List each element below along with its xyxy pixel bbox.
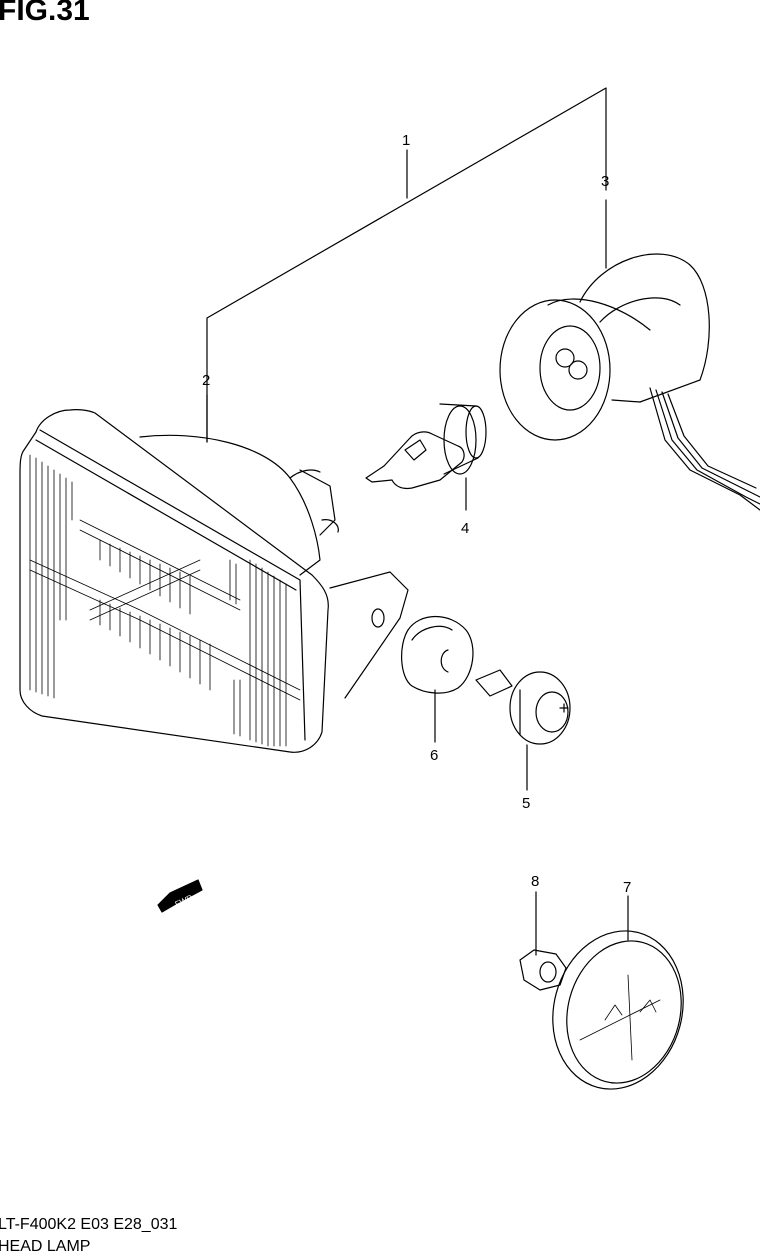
leader-lines <box>206 87 629 956</box>
bolt <box>475 669 571 745</box>
cap-cover <box>552 930 684 1090</box>
bulb <box>365 403 487 490</box>
callout-4: 4 <box>461 520 469 537</box>
headlamp-housing <box>19 409 409 753</box>
callout-3: 3 <box>601 173 609 190</box>
callout-6: 6 <box>430 747 438 764</box>
footer-code: LT-F400K2 E03 E28_031 <box>0 1216 178 1233</box>
callout-5: 5 <box>522 795 530 812</box>
callout-1: 1 <box>402 132 410 149</box>
callout-2: 2 <box>202 372 210 389</box>
callout-7: 7 <box>623 879 631 896</box>
figure-title: FIG.31 <box>0 0 90 27</box>
socket-harness <box>499 253 760 511</box>
callout-8: 8 <box>531 873 539 890</box>
footer-name: HEAD LAMP <box>0 1238 91 1255</box>
nut <box>519 949 567 991</box>
grommet <box>401 616 474 694</box>
fwd-arrow: FWD <box>157 879 203 913</box>
